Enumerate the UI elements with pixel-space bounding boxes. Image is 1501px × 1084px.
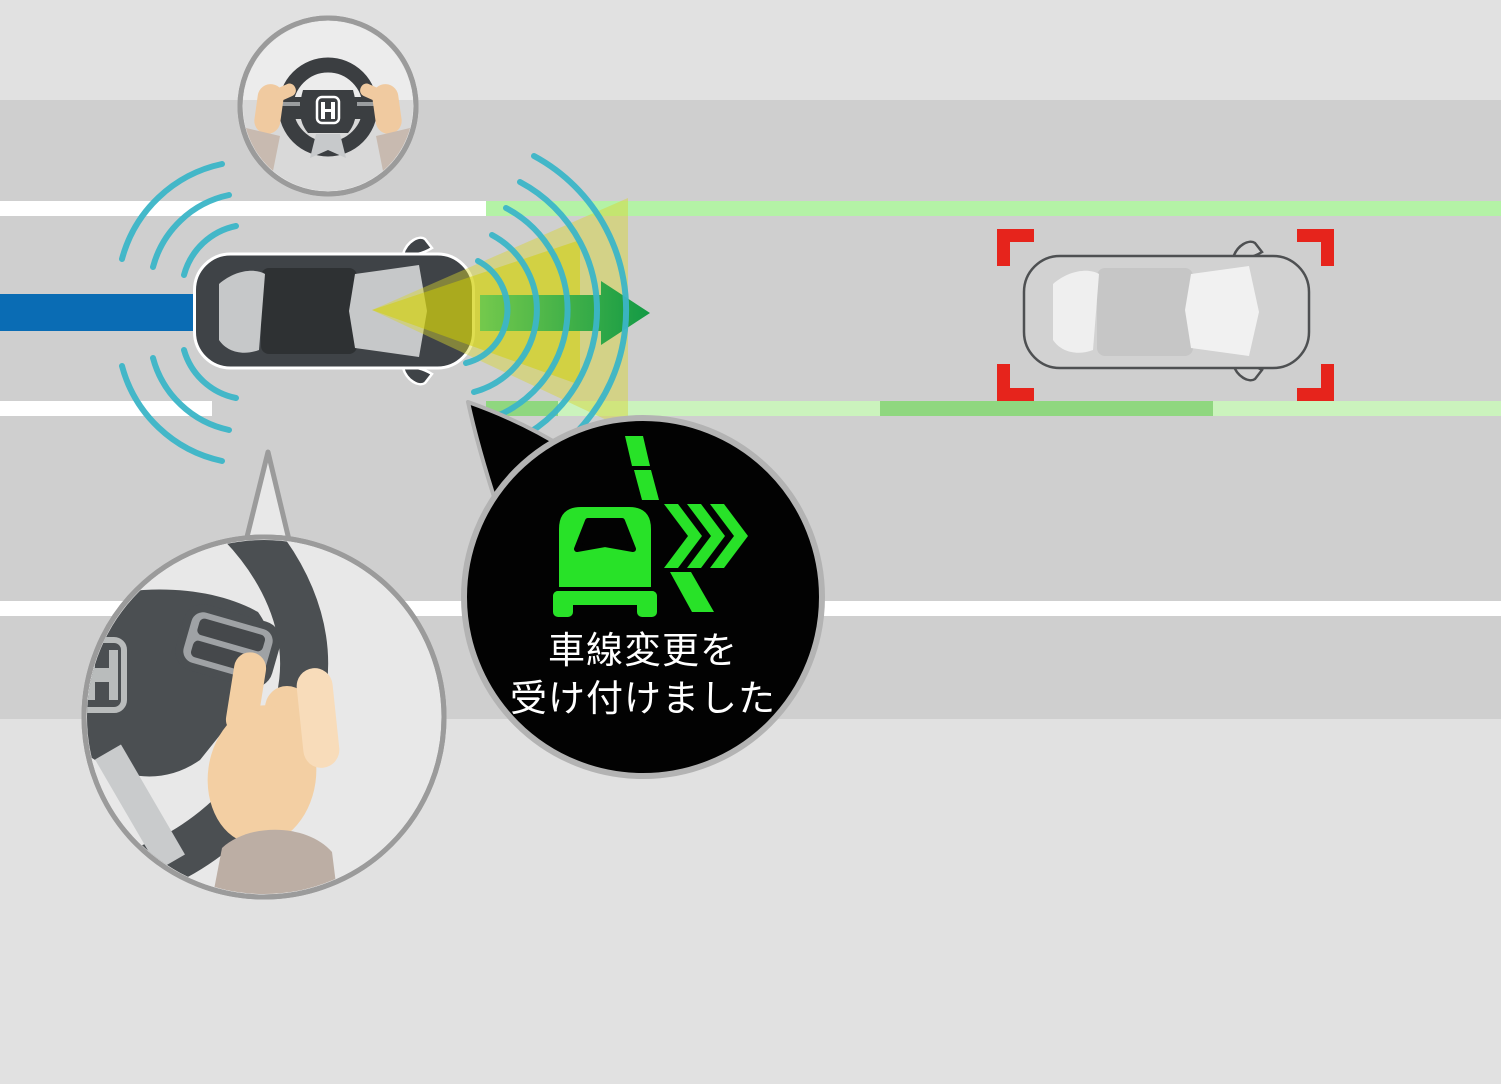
lead-car-roof bbox=[1097, 268, 1193, 356]
sleeve bbox=[212, 829, 338, 894]
wheel-spoke bbox=[95, 744, 185, 870]
steering-wheel-inset bbox=[237, 15, 419, 197]
callout-message-line2: 受け付けました bbox=[510, 677, 776, 720]
spoke-slit-right bbox=[357, 102, 375, 106]
honda-logo-h-small bbox=[321, 102, 335, 119]
middle-lane-line-green-dash-2 bbox=[880, 401, 1213, 416]
wheel-lower-spoke bbox=[310, 134, 346, 158]
hand bbox=[207, 652, 340, 845]
ego-car-mirror-top bbox=[401, 236, 434, 257]
spoke-slit-left bbox=[282, 102, 300, 106]
lead-car-rear-window bbox=[1053, 270, 1099, 353]
top-lane-line-white bbox=[0, 201, 486, 216]
lead-car bbox=[1022, 240, 1311, 382]
sensor-waves-rear-bottom bbox=[119, 347, 239, 464]
thumb bbox=[296, 668, 340, 768]
wheel-inset-ring bbox=[237, 15, 419, 197]
lane-change-accepted-icon bbox=[553, 436, 748, 617]
lead-car-windshield bbox=[1185, 266, 1259, 356]
target-brackets-icon bbox=[997, 229, 1334, 401]
icon-chevrons bbox=[664, 504, 748, 568]
hands-on-wheel bbox=[254, 83, 402, 134]
palm bbox=[207, 705, 317, 845]
callout-message: 車線変更を 受け付けました bbox=[483, 627, 803, 723]
ego-car-rear-window bbox=[219, 270, 265, 353]
turn-signal-inset bbox=[81, 449, 447, 900]
icon-lane-dashes bbox=[625, 436, 714, 612]
sleeve-right bbox=[376, 128, 413, 191]
inset-tail bbox=[242, 449, 293, 548]
callout-message-line1: 車線変更を bbox=[548, 629, 738, 672]
sleeve-left bbox=[243, 128, 280, 191]
inset-ring bbox=[81, 534, 447, 900]
display-callout bbox=[461, 400, 825, 779]
honda-logo-icon-small bbox=[315, 95, 341, 125]
sensor-waves-rear-top bbox=[119, 161, 239, 278]
traveled-path-bar bbox=[0, 294, 196, 331]
top-lane-line-green bbox=[486, 201, 1501, 216]
middle-lane-line-white-dash bbox=[0, 401, 212, 416]
ego-car-roof bbox=[261, 268, 357, 354]
icon-car-front bbox=[553, 507, 657, 617]
ego-car-mirror-bottom bbox=[401, 365, 434, 386]
